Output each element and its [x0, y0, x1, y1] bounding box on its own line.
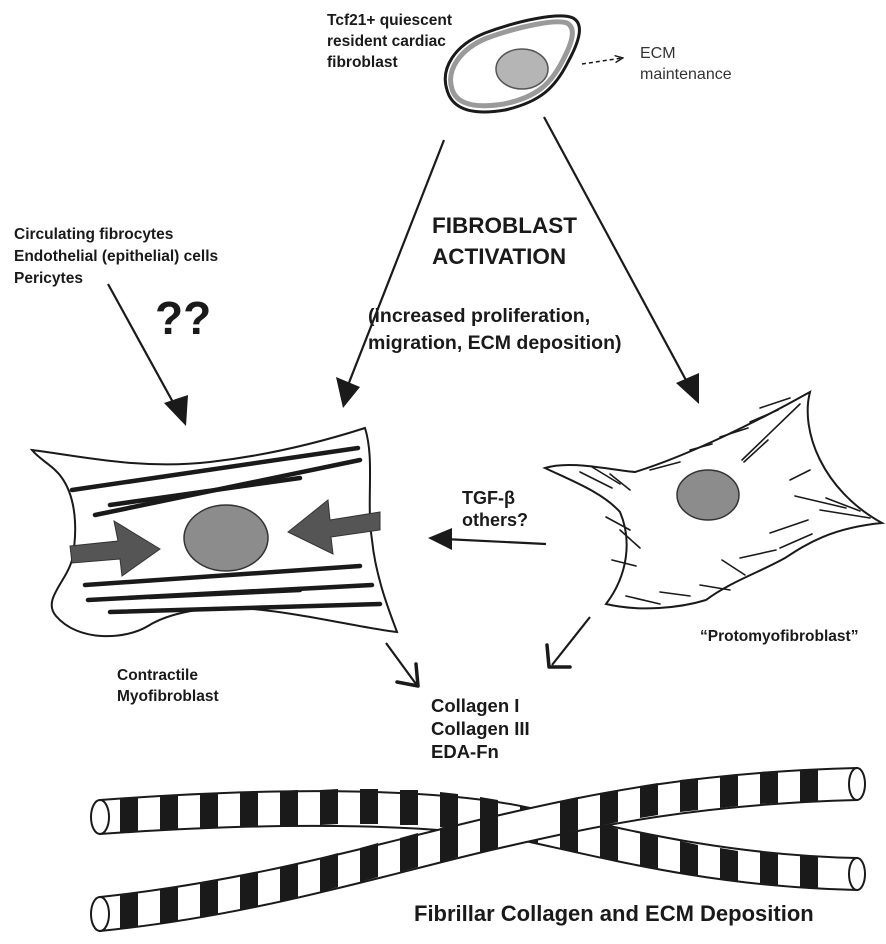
secretion-arrow-right [547, 617, 590, 667]
activation-title-line-2: ACTIVATION [432, 241, 577, 272]
unknown-source-marks: ?? [155, 293, 211, 343]
ecm-maintenance-label: ECM maintenance [640, 43, 732, 85]
ecm-products-list: Collagen I Collagen III EDA-Fn [431, 694, 530, 763]
myofibroblast-cell [32, 428, 397, 636]
tgf-beta-label: TGF-β others? [462, 487, 528, 531]
activation-arrow-left [343, 140, 444, 398]
activation-title-line-1: FIBROBLAST [432, 210, 577, 241]
activation-detail: (increased proliferation, migration, ECM… [368, 303, 622, 357]
source-line-pericytes: Pericytes [14, 268, 218, 290]
activation-detail-line-2: migration, ECM deposition) [368, 330, 622, 357]
activation-title: FIBROBLAST ACTIVATION [432, 210, 577, 272]
quiescent-fibroblast-cell [445, 16, 579, 112]
myofibroblast-nucleus [184, 505, 268, 571]
fibrillar-collagen-label: Fibrillar Collagen and ECM Deposition [414, 900, 814, 928]
myofibroblast-label-line-1: Contractile [117, 665, 219, 686]
tgf-beta-arrow [444, 539, 546, 544]
protomyofibroblast-nucleus [677, 470, 739, 520]
quiescent-label-line-2: resident cardiac [327, 31, 452, 52]
tgf-beta-line-2: others? [462, 509, 528, 531]
quiescent-nucleus [496, 49, 548, 89]
protomyofibroblast-cell [545, 392, 882, 608]
protomyofibroblast-label: “Protomyofibroblast” [700, 627, 858, 647]
activation-arrowhead-left [336, 377, 360, 408]
tgf-beta-arrowhead [428, 528, 452, 550]
quiescent-label-line-1: Tcf21+ quiescent [327, 10, 452, 31]
product-eda-fn: EDA-Fn [431, 740, 530, 763]
other-sources-label: Circulating fibrocytes Endothelial (epit… [14, 224, 218, 290]
product-collagen-1: Collagen I [431, 694, 530, 717]
activation-arrowhead-right [676, 373, 699, 404]
ecm-maintenance-line-2: maintenance [640, 64, 732, 85]
other-sources-arrowhead [164, 395, 188, 426]
secretion-arrow-left [386, 643, 418, 686]
quiescent-label-line-3: fibroblast [327, 52, 452, 73]
activation-detail-line-1: (increased proliferation, [368, 303, 622, 330]
ecm-maintenance-line-1: ECM [640, 43, 732, 64]
product-collagen-3: Collagen III [431, 717, 530, 740]
quiescent-fibroblast-label: Tcf21+ quiescent resident cardiac fibrob… [327, 10, 452, 73]
source-line-fibrocytes: Circulating fibrocytes [14, 224, 218, 246]
tgf-beta-line-1: TGF-β [462, 487, 528, 509]
myofibroblast-label: Contractile Myofibroblast [117, 665, 219, 707]
ecm-maintenance-arrow [582, 58, 622, 64]
myofibroblast-label-line-2: Myofibroblast [117, 686, 219, 707]
source-line-endothelial: Endothelial (epithelial) cells [14, 246, 218, 268]
